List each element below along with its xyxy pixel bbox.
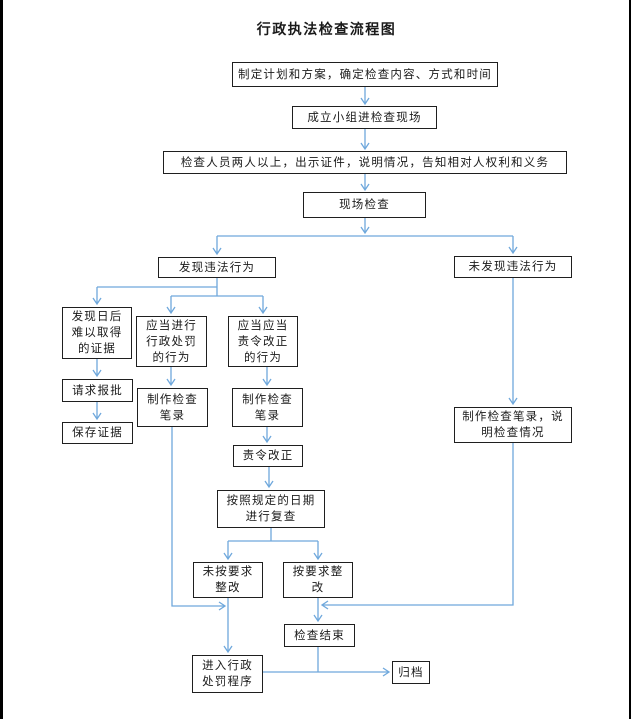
edge-record-ordercorrect: [262, 427, 272, 444]
node-need-correction: 应当应当 责令改正 的行为: [228, 316, 298, 367]
node-rectified: 按要求整 改: [283, 562, 353, 598]
node-request-approval: 请求报批: [62, 379, 133, 402]
edge-ordercorrect-recheck: [264, 467, 274, 489]
edge-correction-record: [262, 367, 272, 387]
edge-penalty-record: [166, 367, 176, 387]
node-onsite-inspection: 现场检查: [303, 192, 426, 218]
edge-plan-team: [360, 87, 370, 106]
edge-notify-onsite: [360, 174, 370, 192]
node-violation-found: 发现违法行为: [158, 257, 276, 278]
node-penalty-procedure: 进入行政 处罚程序: [192, 655, 263, 693]
edge-recheck-split: [223, 528, 323, 561]
diagram-title: 行政执法检查流程图: [256, 23, 397, 38]
node-order-correct: 责令改正: [233, 445, 303, 467]
node-evidence-hard: 发现日后 难以取得 的证据: [62, 307, 132, 359]
node-notify: 检查人员两人以上，出示证件，说明情况，告知相对人权利和义务: [163, 151, 567, 174]
node-plan: 制定计划和方案，确定检查内容、方式和时间: [232, 62, 498, 87]
node-archive: 归档: [392, 661, 430, 684]
node-no-violation: 未发现违法行为: [454, 256, 572, 278]
edge-evidence-approval: [92, 359, 102, 378]
edge-onsite-split: [212, 218, 518, 256]
node-record-correction: 制作检查 笔录: [232, 388, 303, 427]
edge-notfound-record: [508, 278, 518, 406]
edge-found-threeway: [92, 278, 268, 315]
node-recheck: 按照规定的日期 进行复查: [217, 490, 325, 528]
edge-rectified-end: [313, 598, 323, 623]
edge-recordexplain-to-end: [320, 443, 514, 610]
edge-team-notify: [360, 129, 370, 151]
edge-notrectified-procedure: [223, 598, 233, 654]
node-team: 成立小组进检查现场: [292, 106, 437, 129]
edge-end-procedure-archive: [263, 647, 391, 677]
edge-record-to-penalty-procedure: [171, 427, 227, 611]
node-inspection-end: 检查结束: [284, 624, 355, 647]
node-need-penalty: 应当进行 行政处罚 的行为: [136, 316, 207, 367]
node-record-explain: 制作检查笔录，说 明检查情况: [454, 407, 572, 443]
node-not-rectified: 未按要求 整改: [193, 562, 263, 598]
edge-approval-preserve: [92, 402, 102, 421]
page-edge-left: [0, 0, 3, 719]
node-record-penalty: 制作检查 笔录: [137, 388, 208, 427]
page-edge-right: [629, 0, 631, 719]
node-preserve-evidence: 保存证据: [62, 422, 133, 444]
